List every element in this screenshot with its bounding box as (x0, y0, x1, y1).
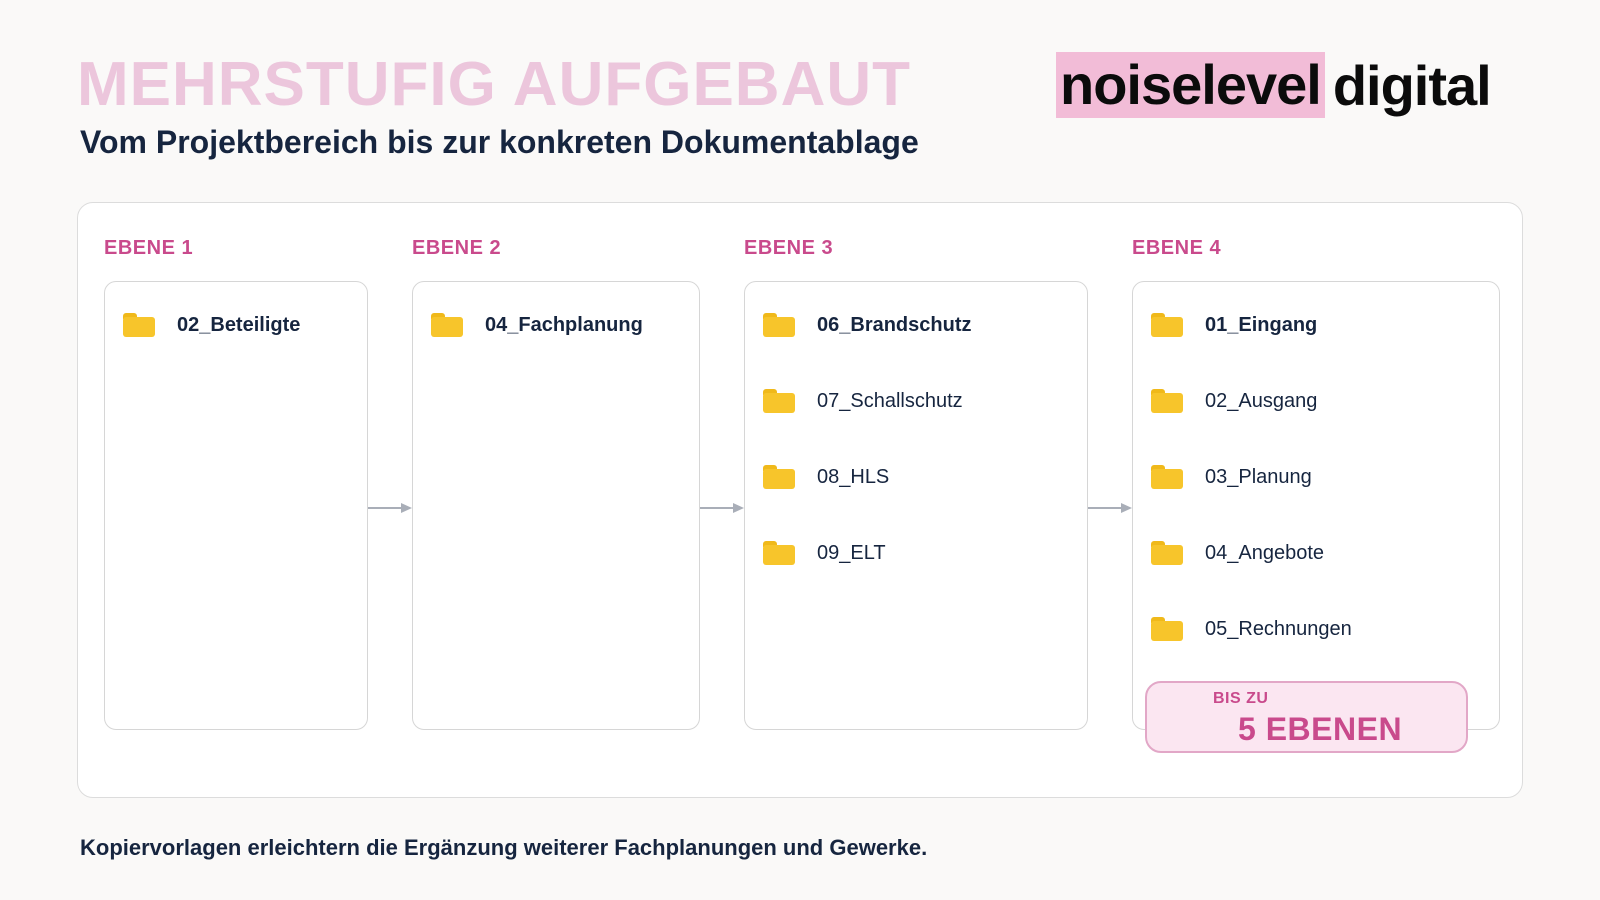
level-2-label: EBENE 2 (412, 237, 502, 259)
folder-icon (1151, 465, 1183, 489)
folder-label: 09_ELT (817, 541, 886, 564)
folder-item[interactable]: 07_Schallschutz (763, 386, 963, 416)
folder-label: 02_Beteiligte (177, 313, 301, 336)
folder-icon (1151, 541, 1183, 565)
brand-logo: noiselevel digital (1056, 52, 1492, 118)
folder-icon (763, 313, 795, 337)
folder-label: 01_Eingang (1205, 313, 1318, 336)
folder-icon (763, 541, 795, 565)
folder-item[interactable]: 02_Beteiligte (123, 310, 300, 340)
folder-label: 02_Ausgang (1205, 389, 1318, 412)
footer-note: Kopiervorlagen erleichtern die Ergänzung… (80, 835, 928, 860)
folder-label: 03_Planung (1205, 465, 1312, 488)
connector-arrow-3-4 (1088, 503, 1132, 513)
folder-item[interactable]: 01_Eingang (1151, 310, 1317, 340)
folder-item[interactable]: 03_Planung (1151, 462, 1312, 492)
badge-small-text: BIS ZU (1213, 690, 1269, 707)
level-4-panel: 01_Eingang 02_Ausgang 03_Planung 04_Ange… (1132, 281, 1500, 730)
folder-label: 05_Rechnungen (1205, 617, 1352, 640)
connector-arrow-1-2 (368, 503, 412, 513)
logo-highlight-text: noiselevel (1056, 52, 1325, 118)
folder-icon (431, 313, 463, 337)
folder-item[interactable]: 06_Brandschutz (763, 310, 972, 340)
badge-big-text: 5 EBENEN (1238, 711, 1403, 747)
folder-item[interactable]: 04_Fachplanung (431, 310, 643, 340)
folder-icon (1151, 389, 1183, 413)
folder-label: 08_HLS (817, 465, 890, 488)
folder-item[interactable]: 02_Ausgang (1151, 386, 1317, 416)
folder-item[interactable]: 05_Rechnungen (1151, 614, 1352, 644)
levels-badge: BIS ZU 5 EBENEN (1145, 681, 1468, 753)
level-4-label: EBENE 4 (1132, 237, 1222, 259)
level-3-panel: 06_Brandschutz 07_Schallschutz 08_HLS 09… (744, 281, 1088, 730)
level-3-label: EBENE 3 (744, 237, 834, 259)
folder-label: 06_Brandschutz (817, 313, 972, 336)
folder-label: 07_Schallschutz (817, 389, 963, 412)
page-title: MEHRSTUFIG AUFGEBAUT (77, 50, 911, 119)
logo-rest-text: digital (1332, 53, 1492, 117)
level-2-panel: 04_Fachplanung (412, 281, 700, 730)
folder-item[interactable]: 09_ELT (763, 538, 886, 568)
folder-icon (1151, 313, 1183, 337)
page-subtitle: Vom Projektbereich bis zur konkreten Dok… (80, 124, 919, 160)
level-1-label: EBENE 1 (104, 237, 194, 259)
folder-item[interactable]: 04_Angebote (1151, 538, 1324, 568)
folder-icon (123, 313, 155, 337)
folder-icon (763, 389, 795, 413)
folder-item[interactable]: 08_HLS (763, 462, 889, 492)
connector-arrow-2-3 (700, 503, 744, 513)
folder-icon (1151, 617, 1183, 641)
folder-label: 04_Angebote (1205, 541, 1325, 564)
folder-icon (763, 465, 795, 489)
level-1-panel: 02_Beteiligte (104, 281, 368, 730)
folder-label: 04_Fachplanung (485, 313, 643, 336)
